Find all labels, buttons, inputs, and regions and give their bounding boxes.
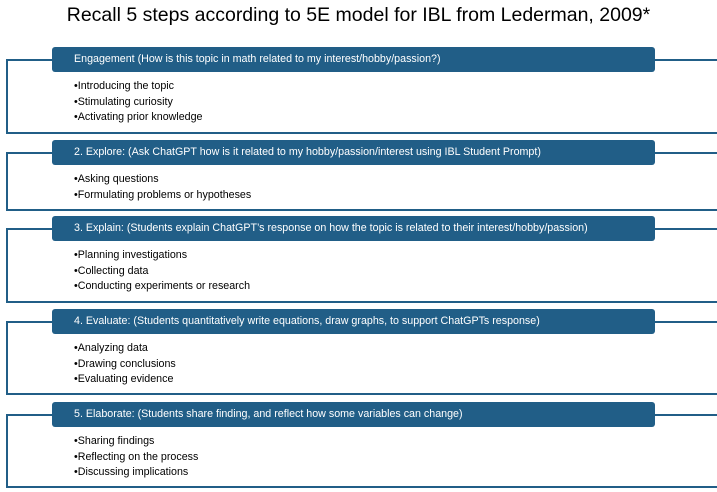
list-item: Evaluating evidence bbox=[74, 372, 176, 388]
step-header: 4. Evaluate: (Students quantitatively wr… bbox=[52, 309, 655, 334]
list-item: Reflecting on the process bbox=[74, 450, 199, 466]
diagram-title: Recall 5 steps according to 5E model for… bbox=[66, 4, 651, 26]
list-item: Activating prior knowledge bbox=[74, 110, 203, 126]
step-header: 5. Elaborate: (Students share finding, a… bbox=[52, 402, 655, 427]
step-bullet-list: Sharing findings Reflecting on the proce… bbox=[74, 434, 199, 481]
step-bullet-list: Planning investigations Collecting data … bbox=[74, 248, 250, 295]
step-header: 2. Explore: (Ask ChatGPT how is it relat… bbox=[52, 140, 655, 165]
list-item: Analyzing data bbox=[74, 341, 176, 357]
step-bullet-list: Asking questions Formulating problems or… bbox=[74, 172, 251, 203]
list-item: Collecting data bbox=[74, 264, 250, 280]
step-bullet-list: Introducing the topic Stimulating curios… bbox=[74, 79, 203, 126]
list-item: Formulating problems or hypotheses bbox=[74, 188, 251, 204]
step-header: 3. Explain: (Students explain ChatGPT’s … bbox=[52, 216, 655, 241]
list-item: Asking questions bbox=[74, 172, 251, 188]
step-header: Engagement (How is this topic in math re… bbox=[52, 47, 655, 72]
list-item: Discussing implications bbox=[74, 465, 198, 481]
list-item: Conducting experiments or research bbox=[74, 279, 250, 295]
list-item: Sharing findings bbox=[74, 434, 198, 450]
list-item: Introducing the topic bbox=[74, 79, 203, 95]
list-item: Stimulating curiosity bbox=[74, 95, 203, 111]
step-bullet-list: Analyzing data Drawing conclusions Evalu… bbox=[74, 341, 176, 388]
list-item: Planning investigations bbox=[74, 248, 250, 264]
list-item: Drawing conclusions bbox=[74, 357, 176, 373]
